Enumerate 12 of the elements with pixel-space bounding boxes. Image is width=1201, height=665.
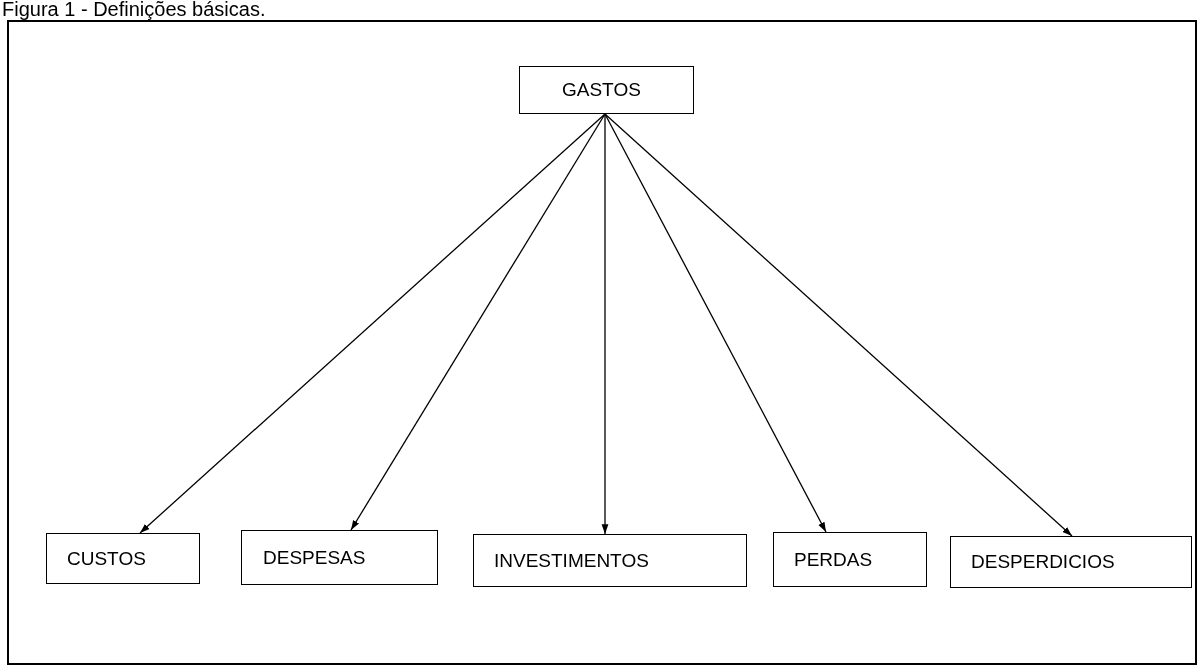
arrow [601,113,609,535]
arrow [350,113,606,531]
arrow [604,113,1073,537]
arrow [604,113,827,533]
text-box: CUSTOS [46,533,200,584]
figure-title: Figura 1 - Definições básicas. [2,0,266,21]
arrow [139,113,606,534]
text-box: INVESTIMENTOS [473,534,747,587]
text-box: DESPESAS [241,530,438,585]
text-box: PERDAS [773,532,927,587]
text-box: GASTOS [519,66,694,114]
text-box: DESPERDICIOS [950,536,1192,588]
